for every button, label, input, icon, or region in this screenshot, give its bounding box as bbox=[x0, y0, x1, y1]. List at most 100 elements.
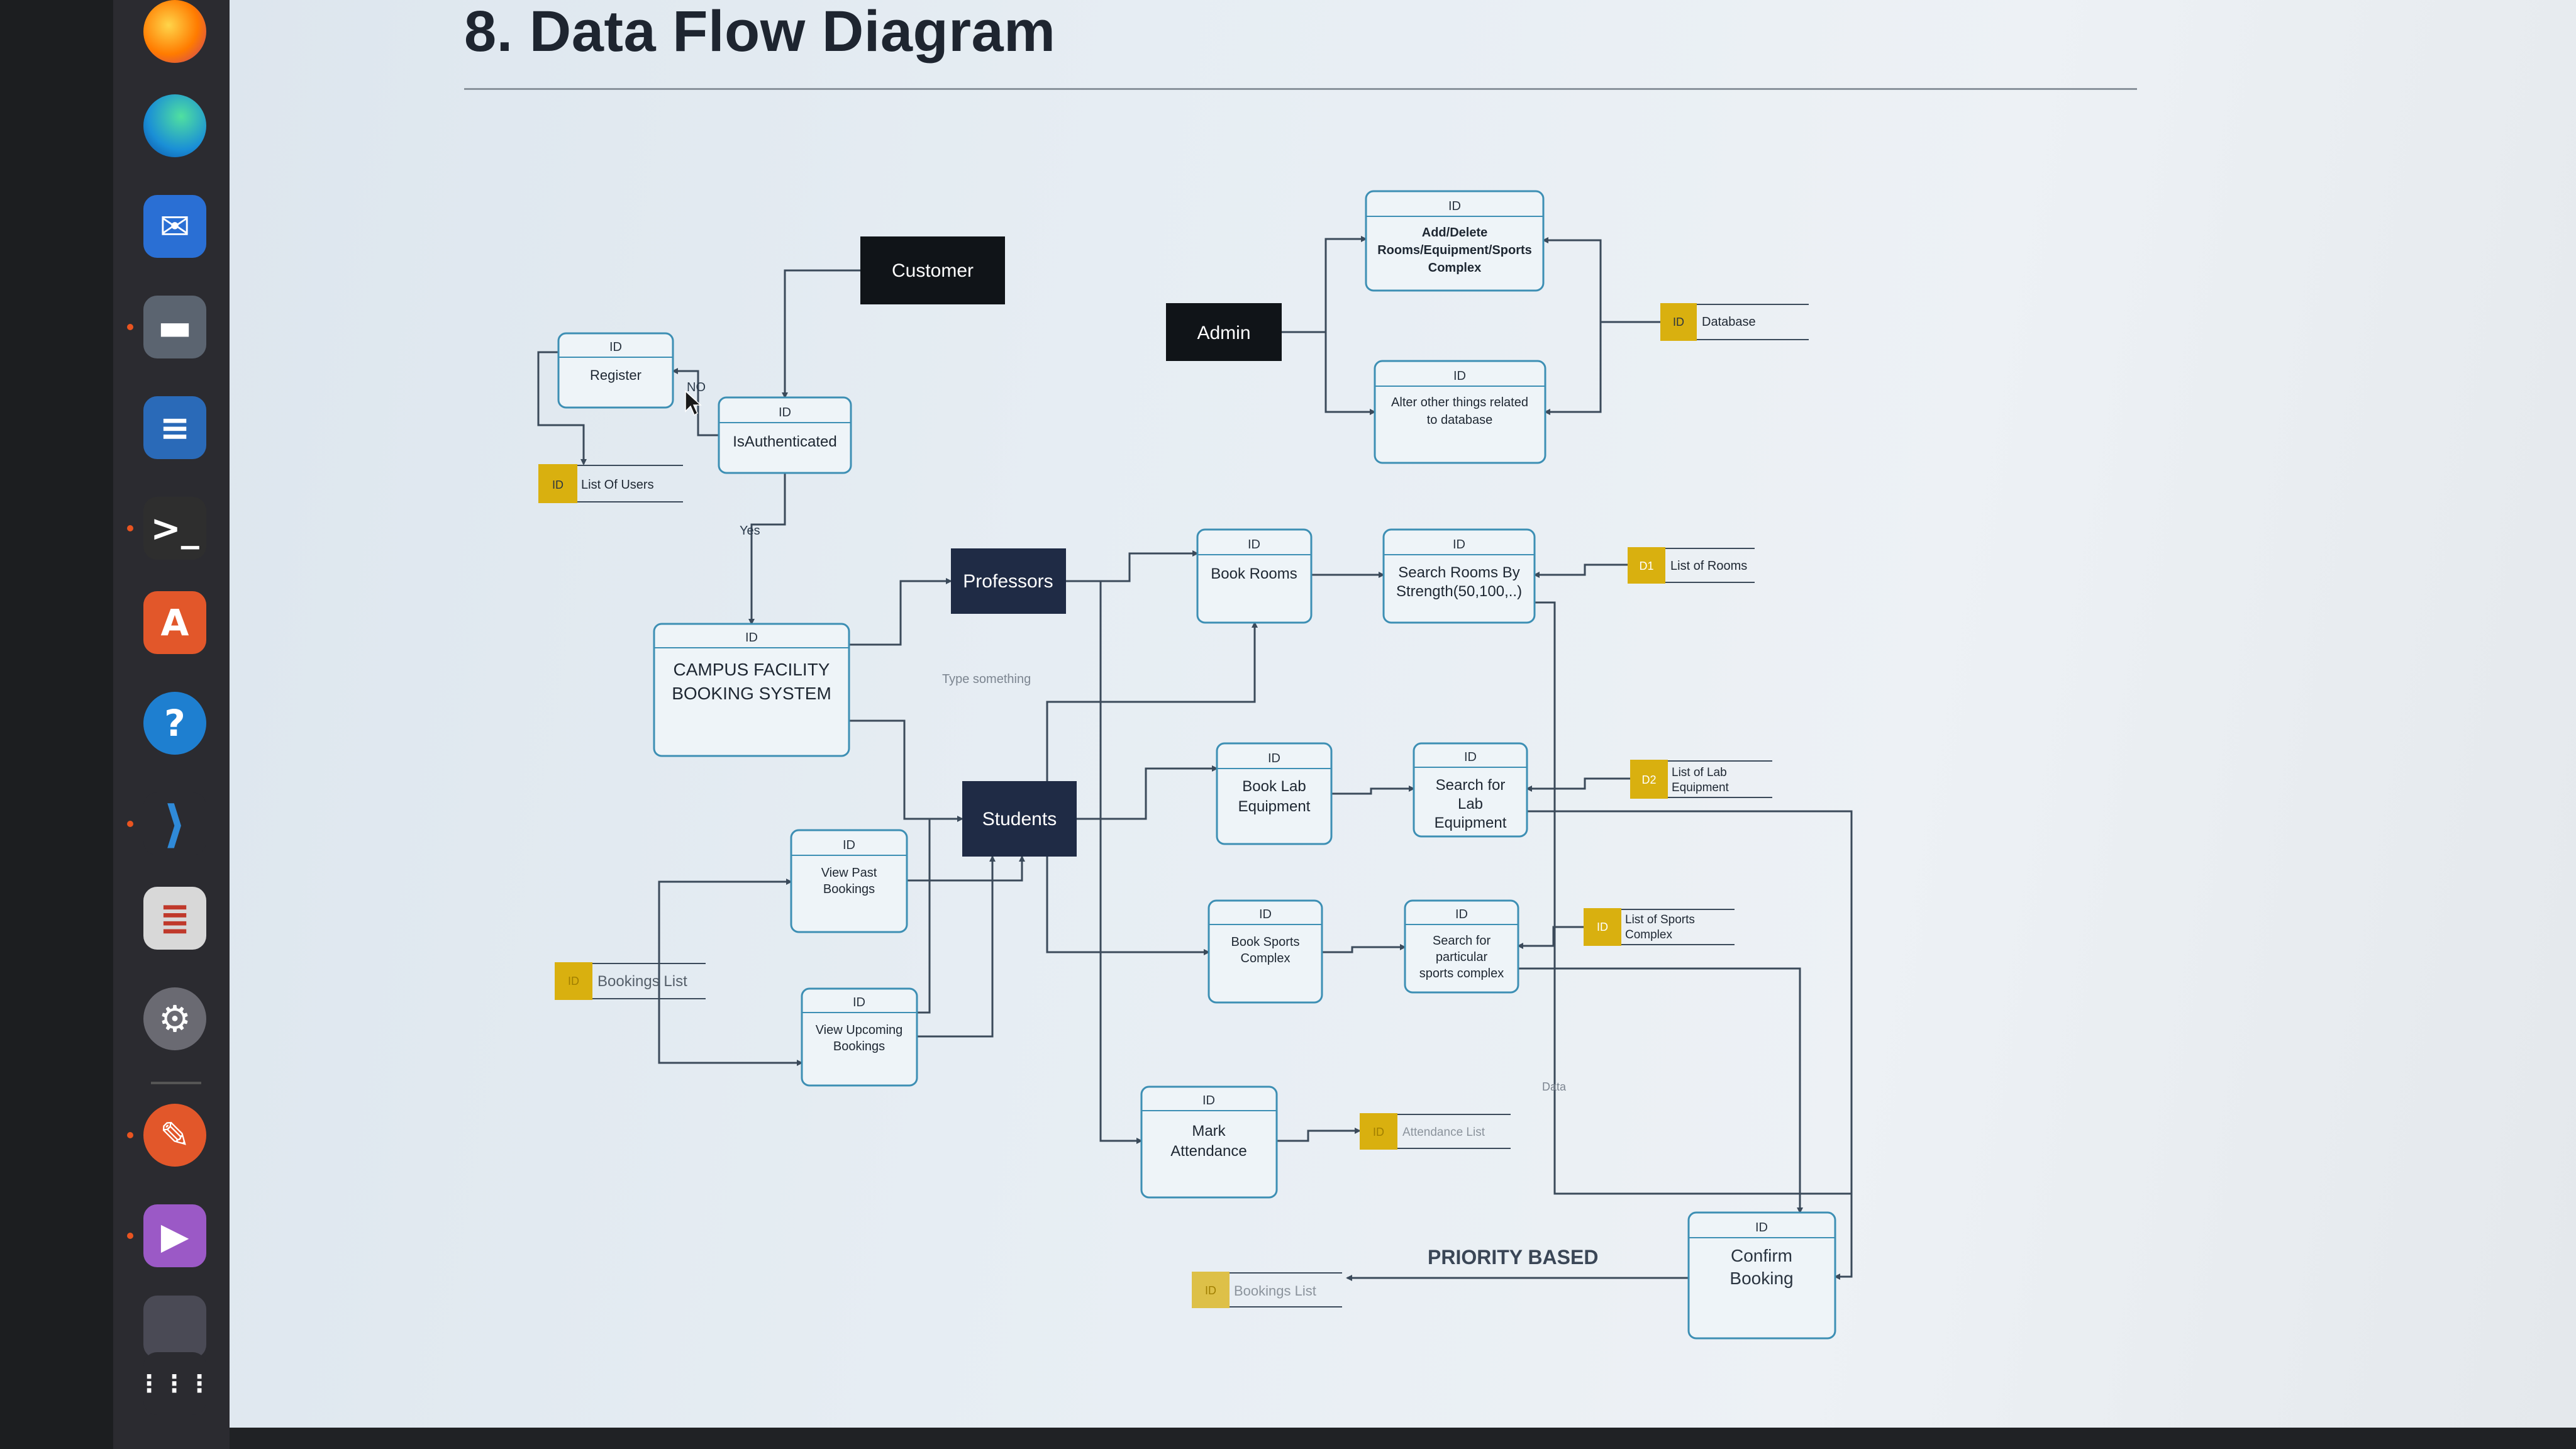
help-icon[interactable]: ? bbox=[143, 692, 206, 755]
app-center-icon[interactable]: A bbox=[143, 591, 206, 654]
entity-admin-label: Admin bbox=[1197, 323, 1250, 343]
process-id-label: ID bbox=[1755, 1221, 1768, 1235]
files-icon[interactable]: ▬ bbox=[143, 296, 206, 358]
process-book-sports-line1: Book Sports bbox=[1231, 935, 1300, 949]
process-confirm-booking: ID Confirm Booking bbox=[1687, 1211, 1836, 1340]
flow-students-to-bookrooms bbox=[1046, 621, 1258, 781]
process-register-label: Register bbox=[590, 367, 641, 383]
page-title: 8. Data Flow Diagram bbox=[464, 0, 1056, 64]
store-list-of-rooms-label: List of Rooms bbox=[1670, 559, 1747, 573]
terminal-icon[interactable]: >_ bbox=[143, 497, 206, 560]
store-id: D2 bbox=[1641, 774, 1656, 786]
process-mark-attendance: ID Mark Attendance bbox=[1140, 1085, 1278, 1199]
flow-students-to-upcoming bbox=[917, 818, 962, 1014]
store-list-of-sports: ID List of Sports Complex bbox=[1584, 908, 1735, 946]
flow-auth-to-campus bbox=[748, 473, 786, 625]
entity-students: Students bbox=[962, 781, 1077, 857]
process-search-sports-line1: Search for bbox=[1433, 934, 1491, 948]
flow-db-to-add bbox=[1542, 237, 1660, 323]
flow-professors-to-bookrooms bbox=[1066, 550, 1199, 582]
store-attendance-list-label: Attendance List bbox=[1402, 1126, 1485, 1139]
flow-professors-trunk bbox=[1066, 580, 1143, 1144]
process-add-delete: ID Add/Delete Rooms/Equipment/Sports Com… bbox=[1365, 190, 1545, 292]
store-id: ID bbox=[1673, 316, 1684, 328]
entity-professors: Professors bbox=[951, 548, 1066, 614]
process-mark-attendance-line2: Attendance bbox=[1170, 1143, 1246, 1160]
mouse-cursor-icon bbox=[685, 390, 702, 416]
process-alter-other: ID Alter other things related to databas… bbox=[1374, 360, 1546, 464]
flow-booksports-to-searchsports bbox=[1322, 944, 1406, 953]
store-database: ID Database bbox=[1660, 303, 1809, 341]
process-id-label: ID bbox=[1448, 199, 1461, 213]
flow-booklab-to-searchlab bbox=[1331, 786, 1415, 795]
process-search-lab-line3: Equipment bbox=[1435, 814, 1507, 831]
flow-searchsports-to-confirm bbox=[1518, 967, 1803, 1214]
firefox-icon[interactable] bbox=[143, 0, 206, 63]
show-apps-icon[interactable]: ⋮⋮⋮ bbox=[137, 1352, 211, 1415]
media-player-icon[interactable]: ▶ bbox=[143, 1204, 206, 1267]
flow-label-data: Data bbox=[1542, 1080, 1567, 1093]
process-add-delete-line2: Rooms/Equipment/Sports bbox=[1377, 243, 1532, 257]
flow-students-to-booksports bbox=[1046, 857, 1210, 955]
store-id: ID bbox=[568, 975, 579, 987]
running-indicator bbox=[127, 1132, 133, 1138]
process-view-past-line2: Bookings bbox=[823, 882, 875, 896]
flow-attendance-to-store bbox=[1277, 1128, 1361, 1142]
store-list-of-sports-line1: List of Sports bbox=[1625, 913, 1695, 926]
thunderbird-icon[interactable]: ✉ bbox=[143, 195, 206, 258]
flow-students-to-booklab bbox=[1077, 765, 1218, 820]
process-id-label: ID bbox=[853, 996, 865, 1009]
store-id: ID bbox=[1373, 1126, 1384, 1138]
store-id: ID bbox=[1597, 921, 1608, 933]
title-divider bbox=[464, 88, 2137, 90]
store-attendance-list: ID Attendance List bbox=[1360, 1113, 1511, 1150]
flow-viewupcoming-to-students bbox=[917, 855, 996, 1038]
store-id: ID bbox=[552, 479, 564, 491]
settings-icon[interactable]: ⚙ bbox=[143, 987, 206, 1050]
flow-searchrooms-to-confirm bbox=[1535, 601, 1853, 1280]
process-id-label: ID bbox=[1202, 1094, 1215, 1108]
flow-viewpast-to-students bbox=[907, 855, 1025, 882]
flow-admin-to-add bbox=[1282, 236, 1367, 333]
process-book-sports-line2: Complex bbox=[1241, 952, 1291, 965]
process-book-sports: ID Book Sports Complex bbox=[1208, 899, 1323, 1004]
flow-lab-store-to-search bbox=[1526, 777, 1630, 792]
process-id-label: ID bbox=[1453, 538, 1465, 552]
entity-professors-label: Professors bbox=[963, 571, 1053, 592]
running-indicator bbox=[127, 821, 133, 827]
process-id-label: ID bbox=[745, 631, 758, 645]
process-search-sports-line2: particular bbox=[1436, 950, 1488, 964]
store-list-of-rooms: D1 List of Rooms bbox=[1628, 547, 1755, 584]
store-list-of-users: ID List Of Users bbox=[538, 464, 683, 503]
edge-icon[interactable] bbox=[143, 94, 206, 157]
entity-customer: Customer bbox=[860, 236, 1005, 304]
process-add-delete-line3: Complex bbox=[1428, 261, 1481, 275]
flow-searchlab-to-confirm bbox=[1527, 810, 1853, 1194]
process-campus-line1: CAMPUS FACILITY bbox=[674, 660, 830, 679]
process-confirm-line2: Booking bbox=[1729, 1269, 1793, 1288]
process-id-label: ID bbox=[1464, 750, 1477, 764]
entity-admin: Admin bbox=[1166, 303, 1282, 361]
drive-icon[interactable] bbox=[143, 1296, 206, 1358]
process-view-upcoming-line1: View Upcoming bbox=[816, 1023, 903, 1037]
process-id-label: ID bbox=[1453, 369, 1466, 383]
launcher-dock: ✉ ▬ ≡ >_ A? ⟩ ≣ ⚙ ✎ ▶ ⋮⋮⋮ bbox=[113, 0, 230, 1449]
entity-customer-label: Customer bbox=[892, 260, 974, 281]
process-book-lab: ID Book Lab Equipment bbox=[1216, 742, 1333, 845]
process-mark-attendance-line1: Mark bbox=[1192, 1123, 1226, 1140]
process-id-label: ID bbox=[609, 340, 622, 354]
process-view-past: ID View Past Bookings bbox=[790, 829, 908, 933]
running-indicator bbox=[127, 525, 133, 531]
process-book-rooms-label: Book Rooms bbox=[1211, 565, 1297, 582]
flow-label-type-something: Type something bbox=[942, 672, 1031, 686]
entity-students-label: Students bbox=[982, 809, 1057, 830]
store-id: D1 bbox=[1639, 560, 1653, 572]
document-viewer-icon[interactable]: ≣ bbox=[143, 887, 206, 950]
writer-icon[interactable]: ≡ bbox=[143, 396, 206, 459]
drawing-icon[interactable]: ✎ bbox=[143, 1104, 206, 1167]
process-id-label: ID bbox=[1259, 908, 1272, 921]
store-list-of-users-label: List Of Users bbox=[581, 478, 654, 492]
flow-register-to-users bbox=[537, 351, 587, 465]
vscode-icon[interactable]: ⟩ bbox=[143, 792, 206, 855]
flow-rooms-store-to-search bbox=[1533, 564, 1628, 578]
